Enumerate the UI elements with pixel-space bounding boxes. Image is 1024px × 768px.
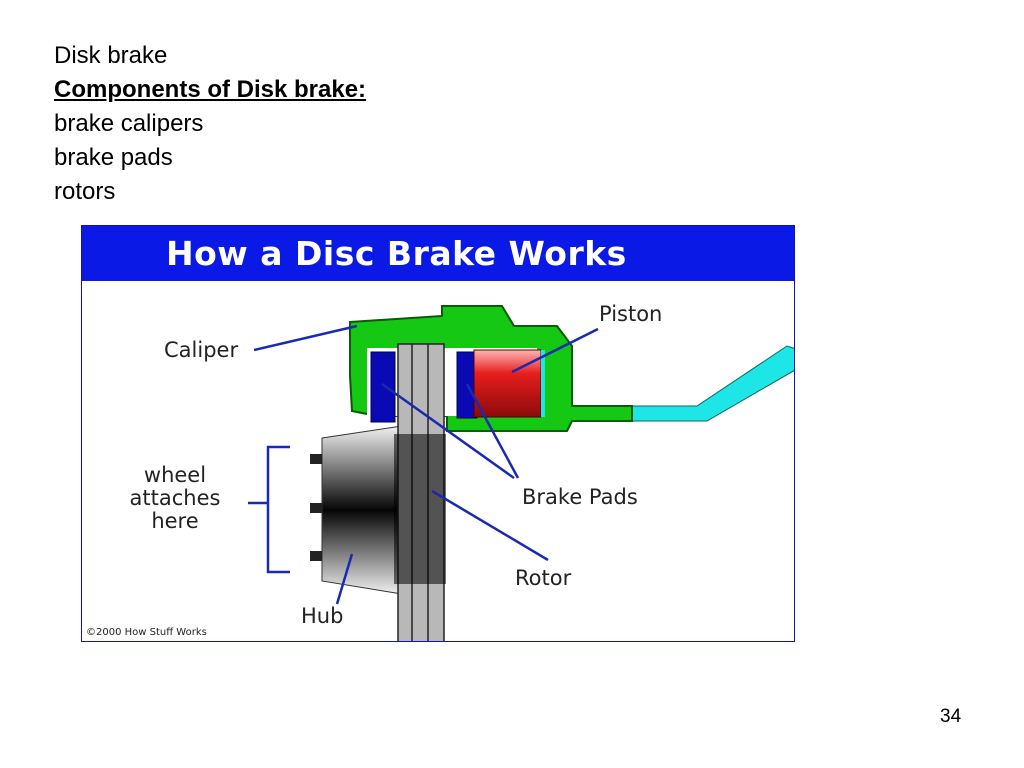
label-wheel-line2: attaches	[129, 486, 221, 510]
diagram-title: How a Disc Brake Works	[166, 234, 627, 273]
component-item-calipers: brake calipers	[54, 110, 204, 137]
brake-line	[626, 345, 794, 422]
label-piston: Piston	[599, 302, 663, 326]
label-wheel-line1: wheel	[143, 463, 207, 487]
piston	[473, 349, 542, 418]
wheel-bracket	[248, 445, 290, 574]
component-item-rotors: rotors	[54, 178, 116, 205]
hub	[321, 425, 403, 595]
label-hub: Hub	[301, 604, 344, 628]
label-rotor: Rotor	[515, 566, 572, 590]
component-item-pads: brake pads	[54, 144, 173, 171]
label-caliper: Caliper	[164, 338, 239, 362]
page-number: 34	[940, 706, 962, 727]
components-heading: Components of Disk brake:	[54, 76, 367, 103]
label-brake-pads: Brake Pads	[522, 485, 638, 509]
slide-title: Disk brake	[54, 42, 168, 69]
label-wheel-attaches: wheel attaches here	[118, 464, 232, 533]
slide-text: Disk brake Components of Disk brake: bra…	[54, 39, 366, 209]
copyright-notice: ©2000 How Stuff Works	[86, 627, 207, 638]
diagram-drawing	[248, 305, 794, 641]
inner-brake-pad	[370, 351, 396, 423]
label-wheel-line3: here	[151, 509, 199, 533]
diagram-banner: How a Disc Brake Works	[82, 226, 794, 281]
disc-brake-diagram: How a Disc Brake Works	[81, 225, 795, 642]
